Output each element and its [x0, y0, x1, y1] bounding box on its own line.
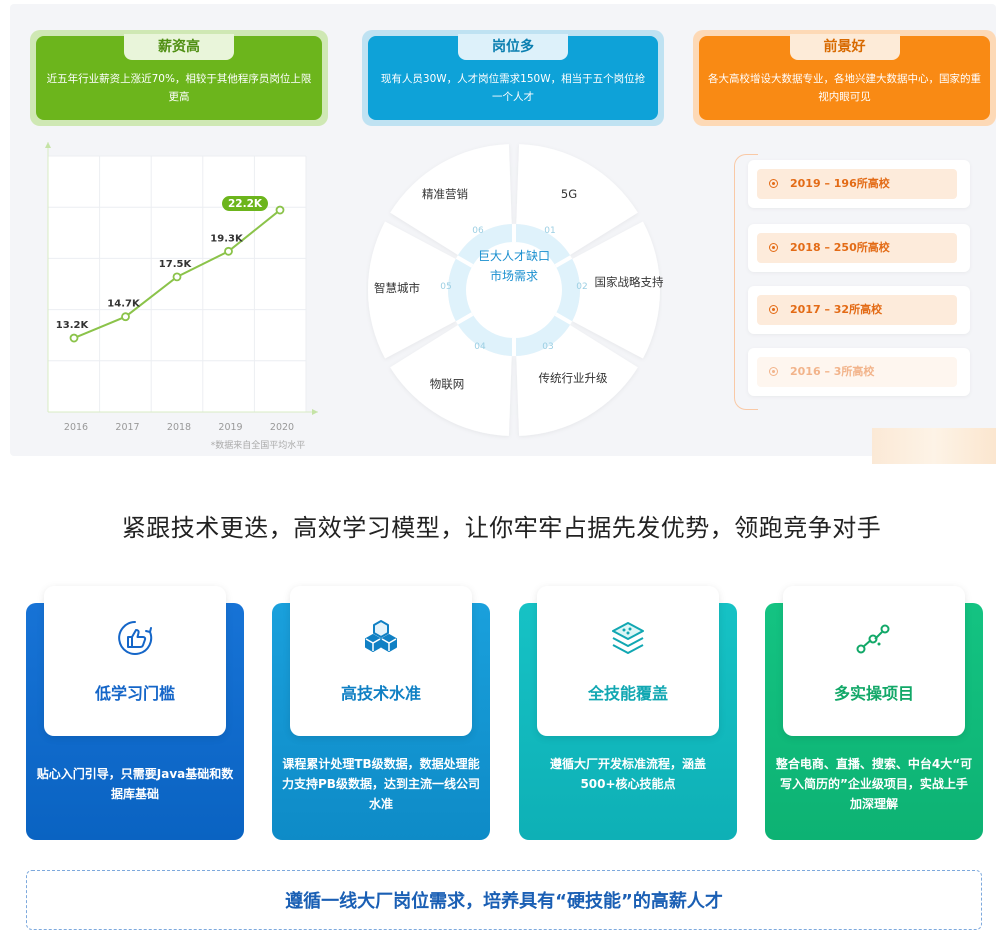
feature-title: 多实操项目	[833, 684, 914, 703]
feature-card-projects: 多实操项目 整合电商、直播、搜索、中台4大“可写入简历的”企业级项目，实战上手加…	[765, 586, 983, 840]
wheel-segment	[516, 324, 638, 436]
feature-desc: 贴心入门引导，只需要Java基础和数据库基础	[36, 767, 234, 801]
wheel-graphic	[368, 144, 660, 436]
wheel-spoke	[554, 255, 573, 268]
timeline-text: 2018 – 250所高校	[790, 241, 890, 254]
wheel-num-06: 06	[472, 226, 484, 236]
wheel-center-line1: 巨大人才缺口	[477, 249, 550, 263]
wheel-label-02: 国家战略支持	[594, 275, 664, 289]
blurred-decoration	[872, 428, 996, 464]
feature-card-top: 低学习门槛	[44, 586, 226, 736]
wheel-num-02: 02	[576, 282, 588, 292]
timeline-item: 2019 – 196所高校	[748, 160, 970, 208]
salary-title: 薪资高	[124, 34, 234, 60]
y-axis-arrow	[45, 142, 51, 148]
x-tick-label: 2017	[115, 422, 139, 433]
target-icon	[769, 367, 778, 376]
prospect-title: 前景好	[789, 34, 900, 60]
salary-chart: 13.2K 14.7K 17.5K 19.3K 22.2K 2016 2017 2018 201…	[30, 140, 330, 460]
wheel-label-06: 精准营销	[422, 187, 468, 201]
salary-desc: 近五年行业薪资上涨近70%，相较于其他程序员岗位上限更高	[46, 73, 312, 103]
wheel-num-04: 04	[474, 342, 486, 352]
wheel-spoke	[455, 255, 474, 268]
x-tick-label: 2020	[270, 422, 294, 433]
cubes-icon	[365, 620, 397, 652]
data-point	[172, 272, 182, 282]
x-tick-label: 2019	[218, 422, 242, 433]
feature-title: 高技术水准	[340, 684, 421, 703]
data-label: 22.2K	[228, 198, 263, 210]
data-label: 19.3K	[210, 233, 244, 244]
prospect-desc: 各大高校增设大数据专业，各地兴建大数据中心，国家的重视内眼可见	[708, 73, 981, 103]
wheel-spoke	[554, 312, 573, 325]
chart-note: *数据来自全国平均水平	[211, 439, 306, 451]
highlight-badge	[222, 196, 268, 212]
x-tick-label: 2018	[167, 422, 191, 433]
x-tick-label: 2016	[64, 422, 88, 433]
wheel-label-01: 5G	[560, 187, 578, 201]
feature-card-top: 全技能覆盖	[537, 586, 719, 736]
jobs-desc: 现有人员30W，人才岗位需求150W，相当于五个岗位抢一个人才	[380, 73, 646, 103]
wheel-center-text: 巨大人才缺口 市场需求	[464, 246, 564, 286]
wheel-segment	[572, 221, 660, 359]
feature-title: 全技能覆盖	[587, 684, 668, 703]
timeline-bracket	[734, 154, 758, 410]
timeline-item: 2016 – 3所高校	[748, 348, 970, 396]
wheel-num-05: 05	[440, 282, 452, 292]
target-icon	[769, 179, 778, 188]
feature-title: 低学习门槛	[94, 684, 175, 703]
data-label: 13.2K	[56, 320, 90, 331]
section-headline: 紧跟技术更迭，高效学习模型，让你牢牢占据先发优势，领跑竞争对手	[121, 514, 882, 542]
prospect-card: 前景好 各大高校增设大数据专业，各地兴建大数据中心，国家的重视内眼可见	[693, 30, 996, 126]
wheel-segment	[390, 324, 512, 436]
jobs-card: 岗位多 现有人员30W，人才岗位需求150W，相当于五个岗位抢一个人才	[362, 30, 664, 126]
feature-desc: 整合电商、直播、搜索、中台4大“可写入简历的”企业级项目，实战上手加深理解	[775, 757, 973, 811]
feature-desc: 课程累计处理TB级数据，数据处理能力支持PB级数据，达到主流一线公司水准	[282, 757, 480, 811]
wheel-segment	[390, 144, 512, 256]
college-timeline: 2019 – 196所高校 2018 – 250所高校 2017 – 32所高校…	[730, 140, 990, 420]
timeline-text: 2019 – 196所高校	[790, 177, 890, 190]
target-icon	[769, 305, 778, 314]
feature-card-top: 高技术水准	[290, 586, 472, 736]
feature-desc: 遵循大厂开发标准流程，涵盖500+核心技能点	[549, 757, 706, 791]
wheel-spoke	[455, 312, 474, 325]
talent-gap-wheel: 巨大人才缺口 市场需求 精准营销 5G 国家战略支持 传统行业升级 物联网 智慧…	[366, 140, 664, 440]
wheel-center-line2: 市场需求	[489, 269, 538, 283]
wheel-num-03: 03	[542, 342, 554, 352]
x-axis-arrow	[312, 409, 318, 415]
wheel-label-04: 物联网	[429, 377, 465, 391]
wheel-label-03: 传统行业升级	[538, 371, 608, 385]
bottom-banner: 遵循一线大厂岗位需求，培养具有“硬技能”的高薪人才	[26, 870, 982, 930]
wheel-segment	[368, 221, 456, 359]
feature-card-low-barrier: 低学习门槛 贴心入门引导，只需要Java基础和数据库基础	[26, 586, 244, 840]
timeline-item: 2018 – 250所高校	[748, 224, 970, 272]
data-point	[121, 312, 130, 322]
wheel-label-05: 智慧城市	[374, 281, 420, 295]
layers-icon	[612, 622, 644, 654]
nodes-icon	[856, 624, 890, 654]
data-label: 14.7K	[107, 299, 141, 310]
wheel-core	[466, 242, 562, 338]
feature-card-high-tech: 高技术水准 课程累计处理TB级数据，数据处理能力支持PB级数据，达到主流一线公司…	[272, 586, 490, 840]
data-point	[69, 333, 79, 343]
timeline-item: 2017 – 32所高校	[748, 286, 970, 334]
salary-line-chart: 13.2K 14.7K 17.5K 19.3K 22.2K 2016 2017 2018 201…	[45, 142, 318, 451]
feature-card-top: 多实操项目	[783, 586, 965, 736]
jobs-title: 岗位多	[458, 34, 568, 60]
timeline-text: 2016 – 3所高校	[790, 365, 875, 378]
feature-card-full-skills: 全技能覆盖 遵循大厂开发标准流程，涵盖500+核心技能点	[519, 586, 737, 840]
target-icon	[769, 243, 778, 252]
salary-card: 薪资高 近五年行业薪资上涨近70%，相较于其他程序员岗位上限更高	[30, 30, 328, 126]
data-point	[224, 246, 233, 256]
wheel-segment	[516, 144, 638, 256]
timeline-text: 2017 – 32所高校	[790, 303, 883, 316]
data-label: 17.5K	[159, 259, 193, 270]
bottom-banner-text: 遵循一线大厂岗位需求，培养具有“硬技能”的高薪人才	[285, 891, 723, 912]
wheel-num-01: 01	[544, 226, 556, 236]
data-point	[275, 205, 285, 215]
plot-area	[48, 156, 306, 412]
thumbs-up-icon	[118, 621, 153, 655]
